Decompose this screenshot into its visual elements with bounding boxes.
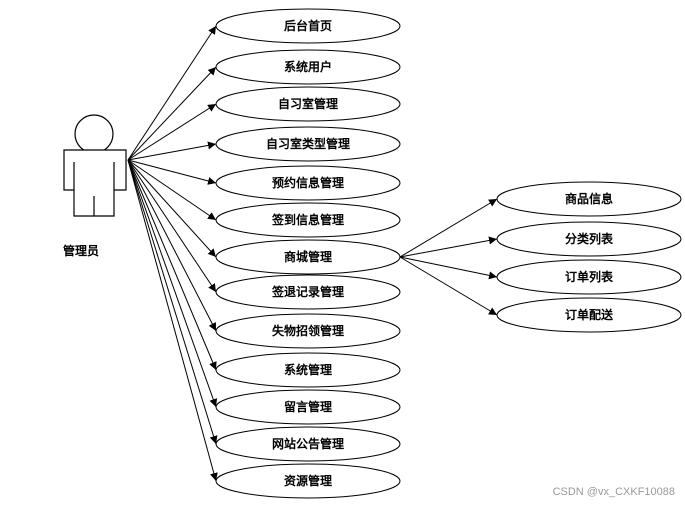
use-case-nodes: 后台首页系统用户自习室管理自习室类型管理预约信息管理签到信息管理商城管理签退记录… <box>215 8 401 499</box>
sub-use-case-4-ellipse <box>496 297 682 333</box>
actor-label: 管理员 <box>62 244 99 258</box>
association-arrow-3 <box>127 103 217 161</box>
sub-use-case-2: 分类列表 <box>496 221 682 257</box>
use-case-8: 签退记录管理 <box>215 274 401 310</box>
use-case-1: 后台首页 <box>215 8 401 44</box>
use-case-4-ellipse <box>215 126 401 162</box>
use-case-7: 商城管理 <box>215 239 401 275</box>
use-case-8-ellipse <box>215 274 401 310</box>
association-arrow-9 <box>127 159 217 332</box>
association-arrow-6 <box>127 159 217 221</box>
association-arrow-11 <box>127 159 218 408</box>
actor-body <box>63 149 127 217</box>
use-case-12-ellipse <box>215 426 401 462</box>
sub-use-case-3: 订单列表 <box>496 259 682 295</box>
sub-association-arrow-2 <box>399 236 498 258</box>
sub-use-case-2-ellipse <box>496 221 682 257</box>
use-case-6-label: 签到信息管理 <box>271 212 344 227</box>
use-case-11-label: 留言管理 <box>284 399 332 414</box>
use-case-10: 系统管理 <box>215 352 401 388</box>
use-case-1-ellipse <box>215 8 401 44</box>
association-arrow-10 <box>127 159 217 371</box>
use-case-13-label: 资源管理 <box>284 473 332 488</box>
use-case-8-label: 签退记录管理 <box>271 284 344 299</box>
association-arrow-1 <box>127 25 217 161</box>
association-arrow-2 <box>127 66 217 161</box>
association-arrow-8 <box>127 159 217 293</box>
association-arrows <box>127 25 218 482</box>
use-case-2-ellipse <box>215 49 401 85</box>
use-case-10-ellipse <box>215 352 401 388</box>
sub-association-arrow-1 <box>399 198 498 258</box>
sub-use-case-4-label: 订单配送 <box>565 307 614 322</box>
use-case-11: 留言管理 <box>215 389 401 425</box>
association-arrow-5 <box>127 159 217 185</box>
use-case-4-label: 自习室类型管理 <box>266 136 350 151</box>
use-case-12-label: 网站公告管理 <box>272 436 344 451</box>
use-case-13: 资源管理 <box>215 463 401 499</box>
sub-association-arrow-4 <box>399 256 498 316</box>
use-case-3-label: 自习室管理 <box>278 96 338 111</box>
use-case-1-label: 后台首页 <box>284 18 332 33</box>
sub-use-case-3-label: 订单列表 <box>565 269 614 284</box>
actor-head <box>74 114 114 154</box>
use-case-7-label: 商城管理 <box>284 249 332 264</box>
sub-use-case-3-ellipse <box>496 259 682 295</box>
use-case-11-ellipse <box>215 389 401 425</box>
actor-figure <box>63 114 127 217</box>
use-case-6: 签到信息管理 <box>215 202 401 238</box>
watermark: CSDN @vx_CXKF10088 <box>552 486 675 498</box>
use-case-4: 自习室类型管理 <box>215 126 401 162</box>
sub-use-case-2-label: 分类列表 <box>565 231 614 246</box>
use-case-3-ellipse <box>215 86 401 122</box>
use-case-2: 系统用户 <box>215 49 401 85</box>
use-case-9: 失物招领管理 <box>215 313 401 349</box>
sub-use-case-1-ellipse <box>496 181 682 217</box>
association-arrow-4 <box>127 141 217 161</box>
use-case-9-ellipse <box>215 313 401 349</box>
use-case-10-label: 系统管理 <box>284 362 332 377</box>
association-arrow-12 <box>127 159 218 445</box>
use-case-5-ellipse <box>215 165 401 201</box>
association-arrow-7 <box>127 159 217 258</box>
use-case-5-label: 预约信息管理 <box>272 175 344 190</box>
sub-use-case-1-label: 商品信息 <box>565 191 613 206</box>
use-case-13-ellipse <box>215 463 401 499</box>
use-case-12: 网站公告管理 <box>215 426 401 462</box>
use-case-2-label: 系统用户 <box>284 59 332 74</box>
use-case-3: 自习室管理 <box>215 86 401 122</box>
sub-use-case-1: 商品信息 <box>496 181 682 217</box>
sub-use-case-4: 订单配送 <box>496 297 682 333</box>
association-arrow-13 <box>127 159 218 482</box>
use-case-6-ellipse <box>215 202 401 238</box>
sub-association-arrow-3 <box>399 256 498 280</box>
use-case-5: 预约信息管理 <box>215 165 401 201</box>
sub-association-arrows <box>399 198 498 316</box>
use-case-9-label: 失物招领管理 <box>272 323 344 338</box>
